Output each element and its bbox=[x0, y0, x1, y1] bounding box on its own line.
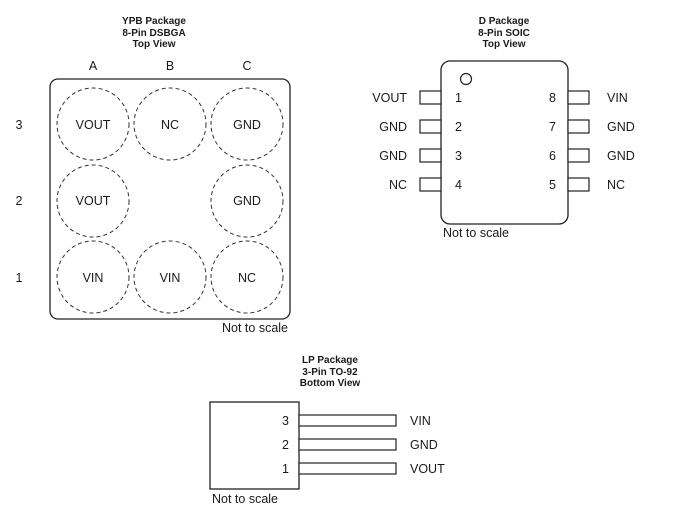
soic-header-line: 8-Pin SOIC bbox=[478, 27, 530, 39]
soic-pin-5-number: 5 bbox=[549, 178, 556, 192]
ypb-scale-note: Not to scale bbox=[222, 321, 289, 335]
soic-pin-3-number: 3 bbox=[455, 149, 462, 163]
ypb-header-line: YPB Package bbox=[122, 16, 186, 27]
ypb-ball-c3-label: GND bbox=[233, 118, 261, 132]
soic-scale-note: Not to scale bbox=[443, 226, 510, 240]
to92-pin-1-name: VOUT bbox=[410, 462, 445, 476]
soic-pin-5-name: NC bbox=[607, 178, 626, 192]
soic-pin-8 bbox=[567, 90, 590, 105]
ypb-ball-a3 bbox=[56, 87, 130, 161]
soic-header-line: Top View bbox=[482, 39, 526, 50]
soic-header-line: D Package bbox=[478, 16, 530, 27]
ypb-ball-b1 bbox=[133, 240, 207, 314]
soic-pin-1-number: 1 bbox=[455, 91, 462, 105]
to92-pin-3-number: 3 bbox=[282, 414, 289, 428]
soic-pin-6-name: GND bbox=[607, 149, 635, 163]
ypb-ball-a1-label: VIN bbox=[82, 271, 104, 285]
to92-header-line: Bottom View bbox=[299, 378, 361, 389]
ypb-header-line: Top View bbox=[132, 39, 176, 50]
ypb-row-label-2: 2 bbox=[15, 194, 23, 208]
soic-pin-4-number: 4 bbox=[455, 178, 462, 192]
ypb-package-header: YPB Package 8-Pin DSBGA Top View bbox=[93, 16, 215, 51]
soic-pin-6-number: 6 bbox=[549, 149, 556, 163]
soic-pin-1 bbox=[419, 90, 442, 105]
soic-pin-7-name: GND bbox=[607, 120, 635, 134]
to92-header-line: LP Package bbox=[302, 355, 358, 366]
ypb-row-label-3: 3 bbox=[15, 118, 23, 132]
ypb-column-label-c: C bbox=[242, 59, 252, 73]
to92-package-header: LP Package 3-Pin TO-92 Bottom View bbox=[290, 355, 370, 390]
ypb-ball-a1 bbox=[56, 240, 130, 314]
soic-pin-4-name: NC bbox=[388, 178, 407, 192]
ypb-ball-a3-label: VOUT bbox=[75, 118, 111, 132]
to92-lead-1 bbox=[298, 462, 397, 475]
ypb-ball-b1-label: VIN bbox=[159, 271, 181, 285]
to92-scale-note: Not to scale bbox=[212, 492, 279, 506]
ypb-header-line: 8-Pin DSBGA bbox=[122, 27, 186, 39]
ypb-ball-c1 bbox=[210, 240, 284, 314]
soic-pin-7 bbox=[567, 119, 590, 134]
ypb-row-label-1: 1 bbox=[15, 271, 23, 285]
ypb-ball-c1-label: NC bbox=[237, 271, 257, 285]
soic-pin-6 bbox=[567, 148, 590, 163]
to92-pin-2-number: 2 bbox=[282, 438, 289, 452]
ypb-ball-c2 bbox=[210, 164, 284, 238]
soic-pin-8-name: VIN bbox=[607, 91, 628, 105]
to92-pin-3-name: VIN bbox=[410, 414, 431, 428]
to92-lead-2 bbox=[298, 438, 397, 451]
ypb-column-label-a: A bbox=[88, 59, 98, 73]
ypb-ball-c2-label: GND bbox=[233, 194, 261, 208]
soic-pin-1-name: VOUT bbox=[372, 91, 407, 105]
ypb-package-body bbox=[49, 78, 291, 320]
to92-pin-1-number: 1 bbox=[282, 462, 289, 476]
soic-package-header: D Package 8-Pin SOIC Top View bbox=[447, 16, 561, 51]
to92-pin-2-name: GND bbox=[410, 438, 438, 452]
soic-pin-8-number: 8 bbox=[549, 91, 556, 105]
soic-pin-3-name: GND bbox=[379, 149, 407, 163]
soic-pin-4 bbox=[419, 177, 442, 192]
ypb-column-label-b: B bbox=[165, 59, 175, 73]
soic-pin-7-number: 7 bbox=[549, 120, 556, 134]
soic-pin-2-number: 2 bbox=[455, 120, 462, 134]
ypb-ball-a2 bbox=[56, 164, 130, 238]
ypb-ball-a2-label: VOUT bbox=[75, 194, 111, 208]
to92-lead-3 bbox=[298, 414, 397, 427]
soic-pin-2-name: GND bbox=[379, 120, 407, 134]
soic-pin-5 bbox=[567, 177, 590, 192]
to92-header-line: 3-Pin TO-92 bbox=[302, 366, 358, 378]
ypb-ball-b3-label: NC bbox=[160, 118, 180, 132]
soic-pin-3 bbox=[419, 148, 442, 163]
ypb-ball-c3 bbox=[210, 87, 284, 161]
ypb-ball-b3 bbox=[133, 87, 207, 161]
soic-pin1-indicator bbox=[459, 72, 473, 86]
soic-package-body bbox=[440, 60, 569, 225]
soic-pin-2 bbox=[419, 119, 442, 134]
